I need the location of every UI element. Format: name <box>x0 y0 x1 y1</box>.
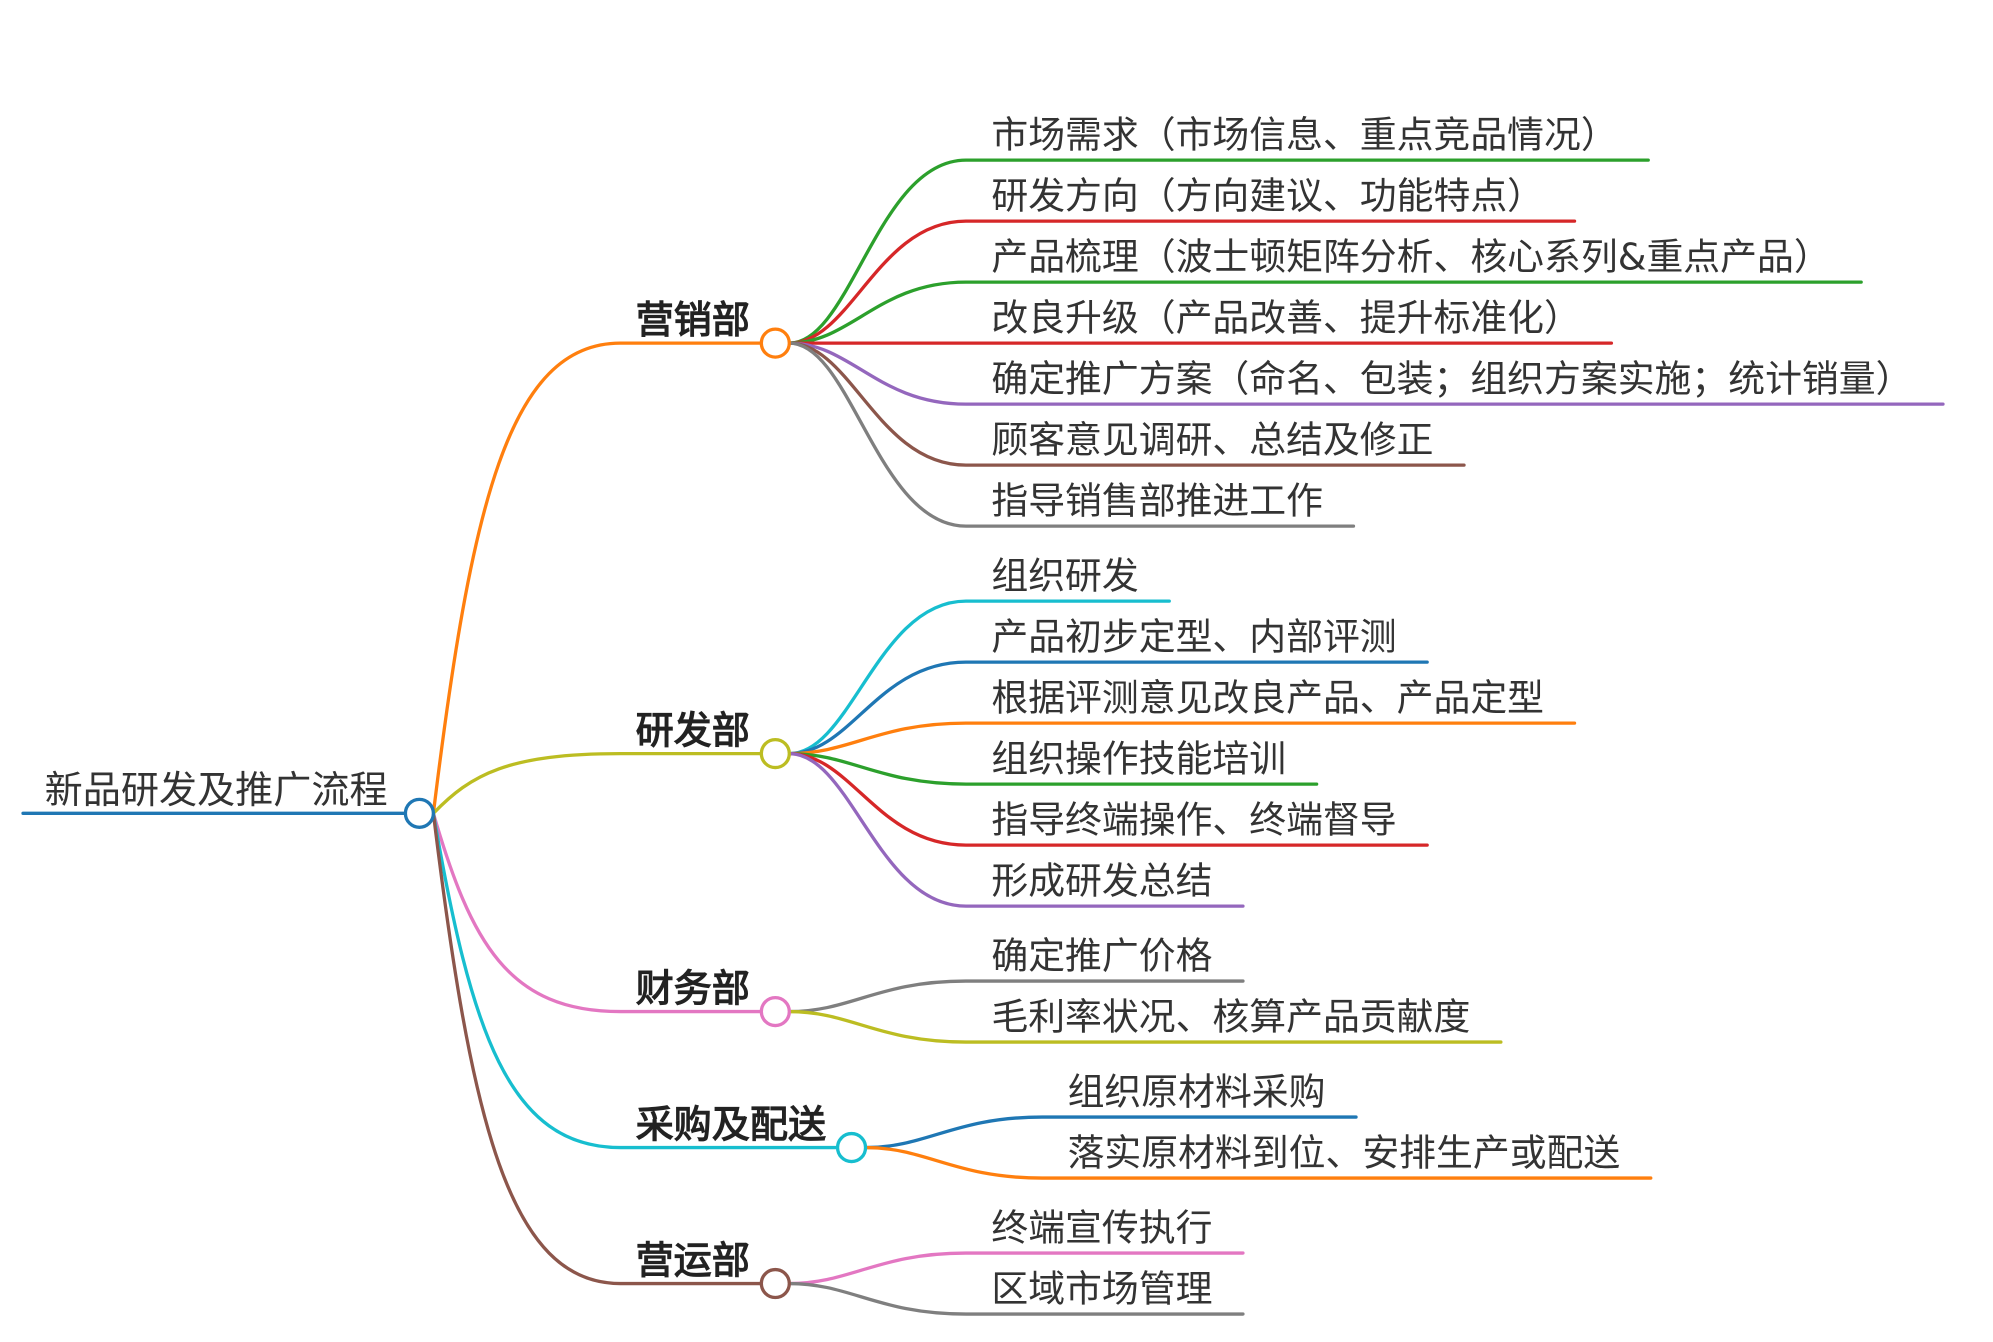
branch-link <box>431 751 764 815</box>
branch-label: 营运部 <box>636 1238 750 1282</box>
leaf-label: 落实原材料到位、安排生产或配送 <box>1068 1131 1621 1174</box>
leaf-label: 研发方向（方向建议、功能特点） <box>991 174 1544 217</box>
leaf-label: 区域市场管理 <box>991 1267 1212 1310</box>
leaf-link <box>863 1145 1653 1180</box>
branch-label: 营销部 <box>636 298 750 342</box>
branch-node-circle <box>759 327 791 359</box>
leaf-link <box>787 1281 1245 1316</box>
leaf-link <box>863 1115 1358 1150</box>
branch-label: 财务部 <box>636 966 750 1010</box>
leaf-label: 组织研发 <box>991 554 1138 597</box>
root-node-circle <box>403 797 436 829</box>
leaf-link <box>787 751 1245 908</box>
leaf-link <box>787 751 1429 847</box>
branch-link <box>431 341 764 815</box>
mind-map-nodes: 新品研发及推广流程 营销部 市场需求（市场信息、重点竞品情况） 研发方向（方向建议、… <box>45 113 1913 1310</box>
branch-link <box>431 811 764 1286</box>
leaf-label: 毛利率状况、核算产品贡献度 <box>991 995 1470 1038</box>
leaf-label: 市场需求（市场信息、重点竞品情况） <box>991 113 1617 156</box>
leaf-label: 顾客意见调研、总结及修正 <box>991 418 1433 461</box>
leaf-label: 产品初步定型、内部评测 <box>991 615 1396 658</box>
branch-node-circle <box>759 1267 791 1300</box>
leaf-link <box>787 1251 1245 1286</box>
branch-node-circle <box>759 737 791 770</box>
leaf-label: 指导终端操作、终端督导 <box>991 798 1396 841</box>
branch-link <box>431 811 840 1150</box>
branch-node-circle <box>835 1131 868 1164</box>
leaf-label: 改良升级（产品改善、提升标准化） <box>991 296 1581 339</box>
leaf-link <box>787 721 1577 756</box>
leaf-label: 确定推广价格 <box>991 934 1212 977</box>
leaf-label: 组织原材料采购 <box>1068 1070 1326 1113</box>
leaf-label: 终端宣传执行 <box>991 1206 1212 1249</box>
leaf-label: 形成研发总结 <box>991 859 1212 902</box>
leaf-label: 指导销售部推进工作 <box>991 479 1323 522</box>
branch-link <box>431 811 764 1014</box>
leaf-link <box>787 660 1429 756</box>
leaf-link <box>787 341 1356 528</box>
leaf-link <box>787 979 1245 1014</box>
leaf-link <box>787 280 1863 345</box>
leaf-label: 产品梳理（波士顿矩阵分析、核心系列&重点产品） <box>991 235 1830 278</box>
leaf-link <box>787 219 1577 345</box>
branch-label: 采购及配送 <box>636 1102 827 1146</box>
leaf-label: 组织操作技能培训 <box>991 737 1286 780</box>
leaf-link <box>787 341 1945 406</box>
mind-map-links <box>21 158 1945 1316</box>
branch-label: 研发部 <box>636 708 750 752</box>
leaf-link <box>787 341 1466 467</box>
leaf-link <box>787 1009 1503 1044</box>
root-label: 新品研发及推广流程 <box>45 768 388 812</box>
leaf-label: 确定推广方案（命名、包装；组织方案实施；统计销量） <box>991 357 1912 400</box>
leaf-link <box>787 158 1650 345</box>
leaf-link <box>787 599 1171 756</box>
leaf-label: 根据评测意见改良产品、产品定型 <box>991 676 1544 719</box>
leaf-link <box>787 751 1319 786</box>
branch-node-circle <box>759 995 791 1028</box>
